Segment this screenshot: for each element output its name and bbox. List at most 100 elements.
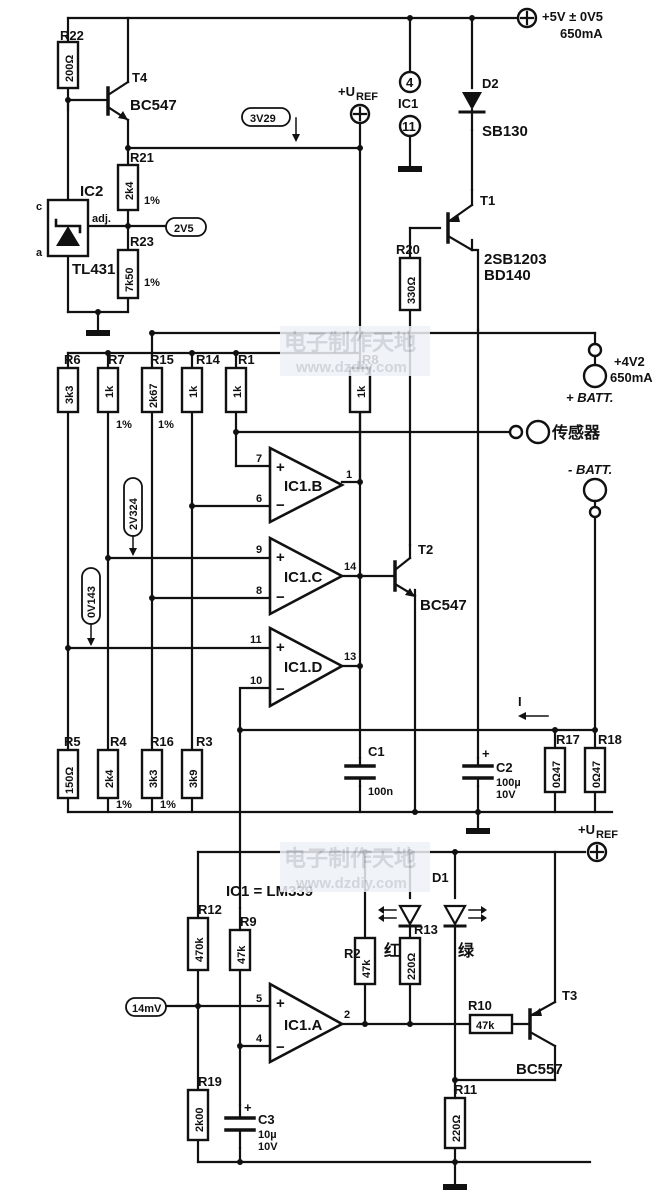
pin-11: 11: [250, 634, 262, 646]
r9-name: R9: [240, 914, 257, 929]
r4-name: R4: [110, 734, 127, 749]
c3-volt: 10V: [258, 1141, 278, 1153]
ic1-power-pins: 4 IC1 11: [398, 70, 422, 172]
ic2-tl431: IC2 c a adj. TL431: [36, 183, 115, 278]
current-arrow: I: [518, 694, 549, 720]
r14-value: 1k: [188, 385, 200, 398]
supply-current: 650mA: [560, 26, 603, 41]
t4-type: BC547: [130, 97, 177, 114]
battery-minus-label: - BATT.: [568, 462, 612, 477]
r3-name: R3: [196, 734, 213, 749]
tag-3v29: 3V29: [241, 107, 300, 142]
r10-value: 47k: [476, 1020, 495, 1032]
resistor-r7: R7 1k 1%: [96, 352, 132, 431]
resistor-r10: R10 47k: [468, 998, 514, 1035]
d2-name: D2: [482, 76, 499, 91]
r15-name: R15: [150, 352, 174, 367]
resistor-r9: R9 47k: [228, 914, 257, 972]
battery-minus-terminal: - BATT.: [568, 462, 612, 519]
ground-symbol: [443, 1184, 467, 1190]
transistor-t4: T4 BC547: [106, 70, 177, 122]
c2-volt: 10V: [496, 789, 516, 801]
ground-symbol: [398, 166, 422, 172]
ic1-pin-11: 11: [402, 119, 416, 134]
tag-14mv: 14mV: [125, 997, 167, 1017]
wires: [66, 16, 614, 1186]
vref-terminal-bottom: +U REF: [578, 822, 618, 863]
r4-value: 2k4: [104, 769, 116, 788]
pin-9: 9: [256, 544, 262, 556]
pin-14: 14: [344, 561, 357, 573]
r20-value: 330Ω: [406, 277, 418, 304]
svg-text:+: +: [276, 549, 285, 566]
svg-text:+: +: [276, 995, 285, 1012]
watermark-url-top: www.dzdiy.com: [295, 359, 407, 376]
current-label: I: [518, 694, 522, 709]
svg-text:+: +: [276, 639, 285, 656]
t1-type1: 2SB1203: [484, 251, 547, 268]
pin-8: 8: [256, 585, 262, 597]
t2-name: T2: [418, 542, 433, 557]
resistor-r15: R15 2k67 1%: [140, 352, 174, 431]
ground-symbol: [86, 330, 110, 336]
r13-value: 220Ω: [406, 953, 418, 980]
watermark-top: 电子制作天地 www.dzdiy.com: [280, 326, 430, 376]
r16-value: 3k3: [148, 770, 160, 788]
ic2-cathode: c: [36, 201, 42, 213]
r12-name: R12: [198, 902, 222, 917]
t1-type2: BD140: [484, 267, 531, 284]
transistor-t2: T2 BC547: [393, 542, 467, 614]
r10-name: R10: [468, 998, 492, 1013]
led-d1: D1 红 绿: [378, 870, 487, 960]
resistor-r5: R5 150Ω: [56, 734, 81, 800]
resistor-r12: R12 470k: [186, 902, 222, 972]
r3-value: 3k9: [188, 770, 200, 788]
resistor-r4: R4 2k4 1%: [96, 734, 132, 811]
r9-value: 47k: [236, 945, 248, 964]
capacitor-c1: C1 100n: [344, 744, 393, 798]
pin-1: 1: [346, 469, 352, 481]
resistor-r1: R1 1k: [224, 352, 255, 414]
sensor-terminal: 传感器: [508, 419, 601, 445]
r7-name: R7: [108, 352, 125, 367]
opamp-ic1a: + − IC1.A 5 4 2: [256, 981, 350, 1065]
resistor-r11: R11 220Ω: [443, 1082, 477, 1150]
battery-plus-terminal: +4V2 650mA + BATT.: [566, 342, 653, 405]
svg-text:−: −: [276, 681, 285, 698]
pin-13: 13: [344, 651, 356, 663]
capacitor-c2: + C2 100µ 10V: [462, 746, 521, 801]
resistor-r6: R6 3k3: [56, 352, 81, 414]
vref-sub-bottom: REF: [596, 829, 618, 841]
ic1a-label: IC1.A: [284, 1017, 323, 1034]
t2-type: BC547: [420, 597, 467, 614]
d1-name: D1: [432, 870, 449, 885]
c2-name: C2: [496, 760, 513, 775]
watermark-url-bottom: www.dzdiy.com: [295, 875, 407, 892]
ic1d-label: IC1.D: [284, 659, 323, 676]
r1-value: 1k: [232, 385, 244, 398]
r7-tol: 1%: [116, 419, 132, 431]
resistor-r16: R16 3k3 1%: [140, 734, 176, 811]
diode-d2: D2 SB130: [458, 76, 528, 140]
r20-name: R20: [396, 242, 420, 257]
vref-terminal-top: +U REF: [338, 84, 378, 125]
r11-value: 220Ω: [451, 1115, 463, 1142]
r23-tol: 1%: [144, 277, 160, 289]
r2-name: R2: [344, 946, 361, 961]
resistor-r2: R2 47k: [344, 936, 377, 986]
resistor-r21: R21 2k4 1%: [116, 150, 160, 212]
resistor-r19: R19 2k00: [186, 1074, 222, 1142]
resistor-r3: R3 3k9: [180, 734, 213, 800]
svg-text:−: −: [276, 497, 285, 514]
opamp-ic1b: + − IC1.B 7 6 1: [256, 445, 352, 525]
r21-name: R21: [130, 150, 154, 165]
pin-7: 7: [256, 453, 262, 465]
r22-value: 200Ω: [64, 55, 76, 82]
t1-name: T1: [480, 193, 495, 208]
junctions: [65, 15, 598, 1165]
vref-label: +U: [338, 84, 355, 99]
resistor-r20: R20 330Ω: [396, 242, 422, 312]
t3-name: T3: [562, 988, 577, 1003]
r17-value: 0Ω47: [551, 761, 563, 788]
